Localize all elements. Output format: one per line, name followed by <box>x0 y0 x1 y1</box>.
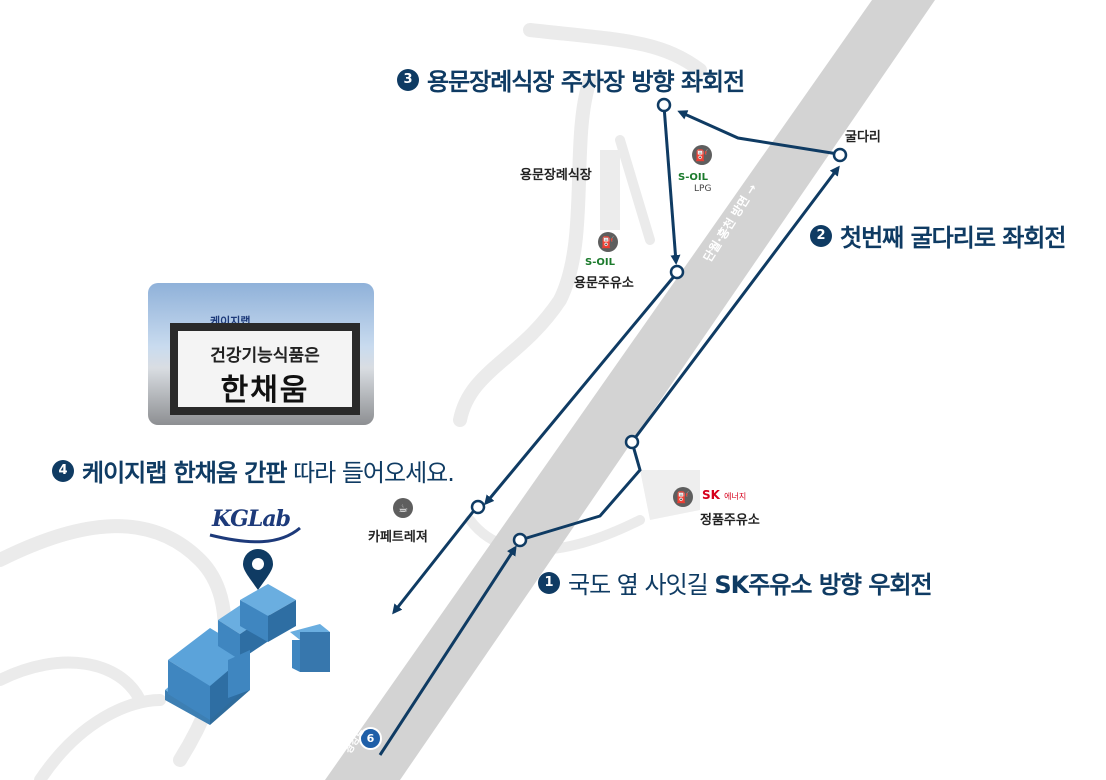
billboard-photo: 케이지랩 건강기능식품은 한채움 <box>148 283 374 425</box>
kglab-logo: KGLab <box>212 506 291 532</box>
gas-station-icon: ⛽ <box>598 232 618 252</box>
soil-brand-yongmun: S-OIL <box>585 257 615 268</box>
sk-brand: SK 에너지 <box>702 488 746 502</box>
waypoint-bridge <box>832 147 848 163</box>
billboard-line2: 한채움 <box>220 373 310 408</box>
step-1: 1 국도 옆 사잇길 SK주유소 방향 우회전 <box>538 565 933 600</box>
route-leg-3a <box>677 110 839 156</box>
step-2: 2 첫번째 굴다리로 좌회전 <box>810 218 1067 253</box>
waypoint-station <box>669 264 685 280</box>
billboard-frame: 건강기능식품은 한채움 <box>170 323 360 415</box>
route-leg-4b <box>392 507 478 615</box>
step-1-text-light: 국도 옆 사잇길 <box>568 571 715 599</box>
step-3-number: 3 <box>397 68 419 91</box>
sk-brand-text: SK <box>702 488 720 502</box>
step-3-text: 용문장례식장 주차장 방향 좌회전 <box>427 68 745 96</box>
sk-station-pad <box>640 470 700 520</box>
logo-swoosh <box>209 526 301 544</box>
gas-station-icon: ⛽ <box>673 487 693 507</box>
route-leg-3b <box>662 105 681 265</box>
step-4-text-bold: 케이지랩 한채움 간판 <box>82 459 287 487</box>
step-3: 3 용문장례식장 주차장 방향 좌회전 <box>397 62 745 97</box>
route-leg-4a <box>484 273 678 506</box>
waypoints <box>470 97 848 548</box>
sk-brand-sub: 에너지 <box>724 492 747 501</box>
waypoint-4 <box>470 499 486 515</box>
location-pin-icon <box>243 549 273 590</box>
route-leg-1 <box>378 545 517 756</box>
station2-label: 정품주유소 <box>700 513 760 528</box>
soil-brand-lpg: S-OIL <box>678 172 708 183</box>
gas-station-icon: ⛽ <box>692 145 712 165</box>
kglab-buildings <box>165 584 330 725</box>
funeral-hall-building <box>600 150 620 230</box>
waypoint-3 <box>656 97 672 113</box>
coffee-cup-icon: ☕ <box>393 498 413 518</box>
bridge-label: 굴다리 <box>845 130 881 145</box>
step-4: 4 케이지랩 한채움 간판 따라 들어오세요. <box>52 453 455 488</box>
waypoint-2 <box>624 434 640 450</box>
cafe-label: 카페트레져 <box>368 530 428 545</box>
route-leg-2 <box>519 165 840 542</box>
step-1-number: 1 <box>538 571 560 594</box>
waypoint-1 <box>512 532 528 548</box>
step-4-text-light: 따라 들어오세요. <box>286 459 455 487</box>
lpg-label: LPG <box>694 184 712 194</box>
step-2-number: 2 <box>810 224 832 247</box>
billboard-line1: 건강기능식품은 <box>210 346 320 366</box>
road-number-badge: 6 <box>359 727 382 750</box>
step-2-text: 첫번째 굴다리로 좌회전 <box>840 224 1067 252</box>
route <box>378 105 840 756</box>
station1-label: 용문주유소 <box>574 276 634 291</box>
funeral-hall-label: 용문장례식장 <box>520 168 592 183</box>
step-4-number: 4 <box>52 459 74 482</box>
highway-6 <box>325 0 935 780</box>
step-1-text-bold: SK주유소 방향 우회전 <box>714 571 932 599</box>
